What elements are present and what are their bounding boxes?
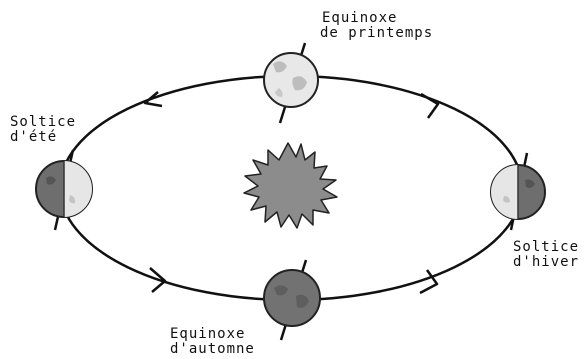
orbit-arrow-bottom-right (420, 270, 437, 293)
label-winter-line2: d'hiver (513, 255, 579, 270)
label-winter-line1: Soltice (513, 240, 579, 255)
label-summer-line2: d'été (10, 130, 76, 145)
label-spring-equinox: Equinoxe de printemps (322, 11, 433, 41)
earth-spring-equinox (264, 43, 318, 123)
label-spring-line2: de printemps (320, 26, 433, 41)
label-autumn-line2: d'automne (170, 342, 255, 357)
earth-autumn-equinox (264, 260, 320, 340)
orbit-arrow-top-right (421, 94, 438, 118)
earth-summer-solstice (36, 150, 92, 230)
label-summer-solstice: Soltice d'été (10, 115, 76, 145)
label-spring-line1: Equinoxe (322, 11, 433, 26)
sun-icon (244, 143, 337, 228)
label-winter-solstice: Soltice d'hiver (513, 240, 579, 270)
earth-winter-solstice (491, 153, 545, 230)
label-autumn-equinox: Equinoxe d'automne (170, 327, 255, 357)
label-autumn-line1: Equinoxe (170, 327, 255, 342)
label-summer-line1: Soltice (10, 115, 76, 130)
